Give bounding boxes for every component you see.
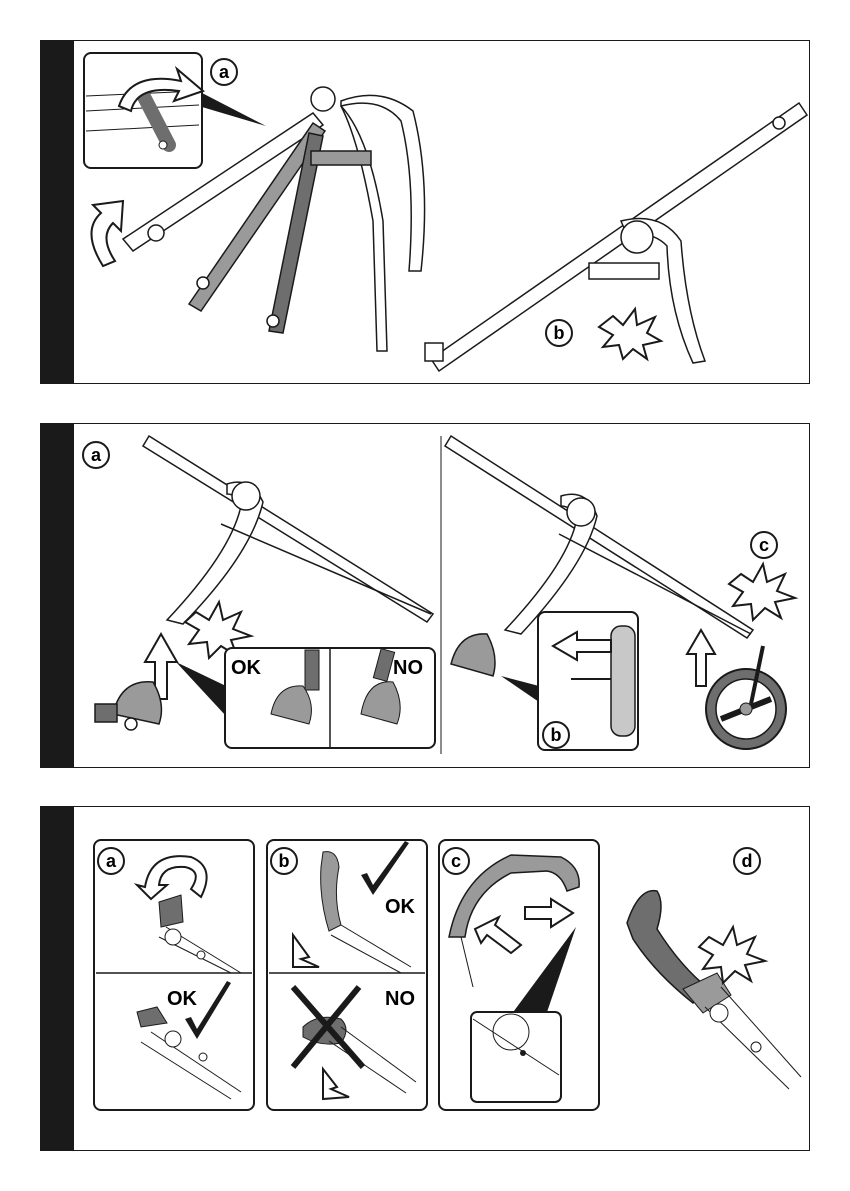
wheel: [706, 646, 786, 749]
click-star-icon: [729, 564, 795, 620]
click-star-icon: [599, 309, 661, 359]
stroller-frame-right: [445, 436, 753, 638]
svg-text:b: b: [551, 725, 562, 745]
svg-text:a: a: [106, 851, 117, 871]
up-arrow-icon: [687, 630, 715, 686]
svg-text:OK: OK: [231, 657, 262, 679]
svg-text:NO: NO: [385, 988, 415, 1010]
svg-text:NO: NO: [393, 657, 423, 679]
wheel-hub-unit: [95, 682, 161, 730]
svg-text:a: a: [219, 62, 230, 82]
step-label-b: b: [546, 320, 572, 346]
click-star-icon: [699, 927, 765, 983]
instruction-panel-2: a OK NO: [40, 423, 810, 768]
panel-3-illustration: a OK b OK NO: [41, 807, 811, 1152]
zoom-inset-a: [84, 53, 266, 168]
detail-inset-b: b: [451, 612, 638, 750]
instruction-panel-3: a OK b OK NO: [40, 806, 810, 1151]
stroller-frame-left: [143, 436, 433, 624]
panel-2-illustration: a OK NO: [41, 424, 811, 769]
step-box-c: c: [439, 840, 599, 1110]
instruction-panel-1: a b: [40, 40, 810, 384]
svg-text:c: c: [759, 535, 769, 555]
step-label-a: a: [211, 59, 237, 85]
step-label-c: c: [751, 532, 777, 558]
panel-1-illustration: a b: [41, 41, 811, 385]
svg-text:a: a: [91, 445, 102, 465]
svg-text:d: d: [742, 851, 753, 871]
svg-text:OK: OK: [167, 988, 198, 1010]
rotate-arrow-icon: [91, 201, 123, 266]
svg-text:OK: OK: [385, 896, 416, 918]
svg-text:c: c: [451, 851, 461, 871]
step-box-a: a OK: [94, 840, 254, 1110]
ok-no-comparison-box: OK NO: [225, 648, 435, 748]
step-box-b: b OK NO: [267, 840, 427, 1110]
step-label-a: a: [83, 442, 109, 468]
svg-text:b: b: [279, 851, 290, 871]
svg-text:b: b: [554, 323, 565, 343]
step-d: d: [627, 848, 801, 1089]
